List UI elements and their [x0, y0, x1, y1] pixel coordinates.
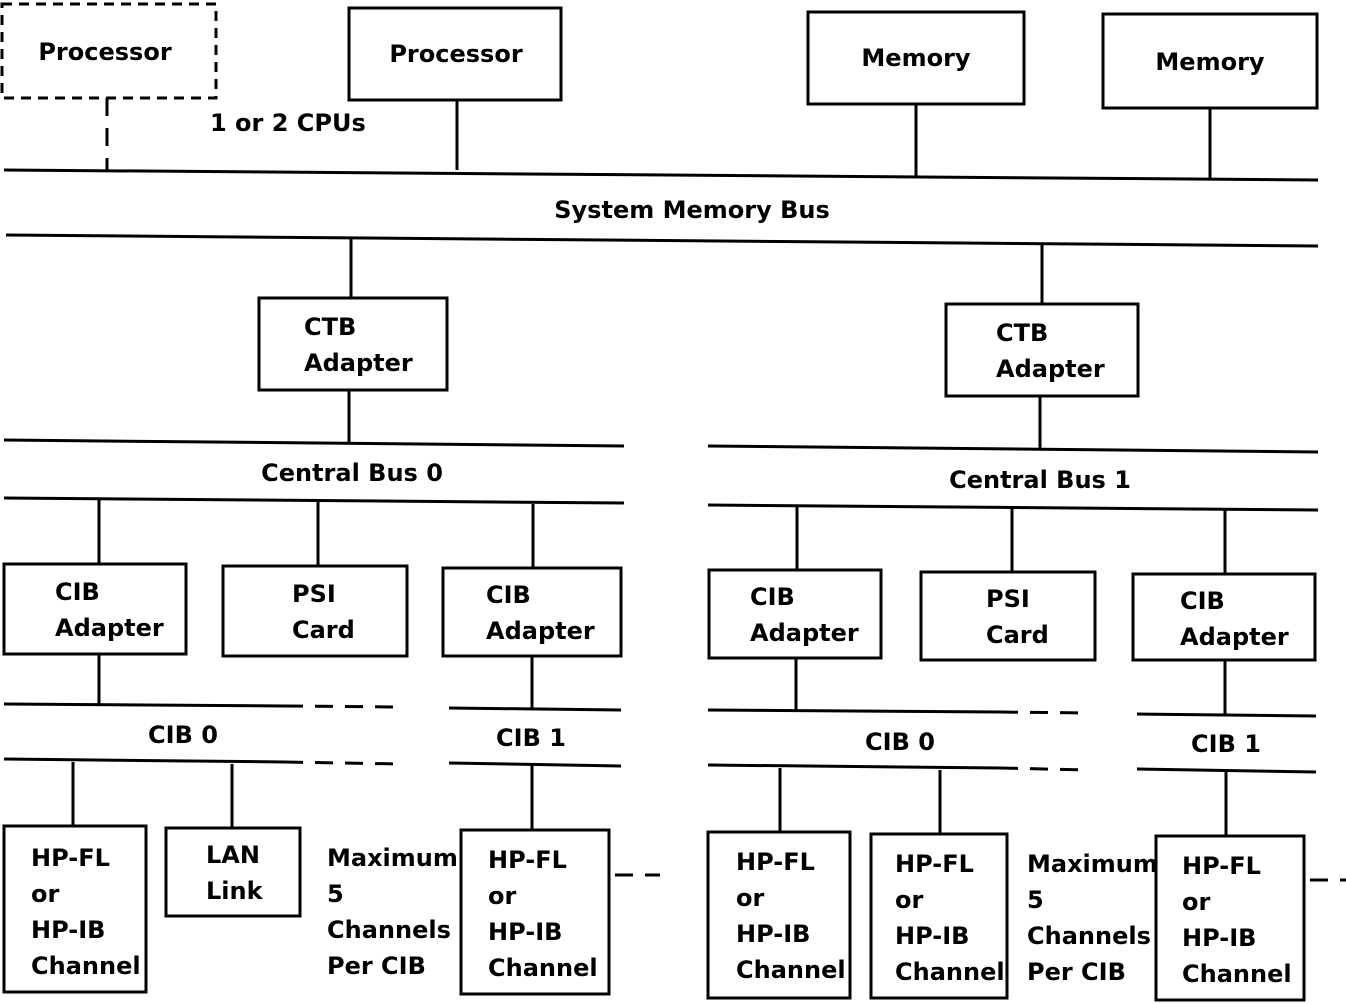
left-max-note-line4: Per CIB [327, 952, 426, 980]
left-max-note-line2: 5 [327, 880, 344, 908]
left-channel-box-1 [2, 824, 148, 994]
system-memory-bus-label: System Memory Bus [554, 196, 829, 224]
right-central-bus-bottom-line [707, 503, 1319, 512]
left-lan-line1: LAN [206, 841, 260, 869]
left-cib-a-line2: Adapter [55, 614, 164, 642]
left-cib1-label: CIB 1 [496, 724, 566, 752]
right-ch1-line1: HP-FL [736, 848, 815, 876]
left-channel-box-2 [459, 828, 611, 996]
right-max-note-line2: 5 [1027, 886, 1044, 914]
left-cib1-bottom-line [448, 761, 622, 768]
right-psi-card-box [919, 570, 1097, 662]
right-cib1-bottom-line [1136, 767, 1317, 774]
left-max-note-line3: Channels [327, 916, 451, 944]
right-cib0-bottom-extension [999, 766, 1089, 772]
left-ch1-line3: HP-IB [31, 916, 105, 944]
left-ctb-adapter-box [257, 296, 449, 392]
right-central-bus-label: Central Bus 1 [949, 466, 1131, 494]
right-ch2-line1: HP-FL [895, 850, 974, 878]
left-ctb-line1: CTB [304, 313, 356, 341]
right-ch1-line4: Channel [736, 956, 846, 984]
processor-box [347, 6, 563, 102]
right-channel-box-1 [706, 830, 852, 1000]
right-cib-adapter-b-box [1131, 572, 1317, 662]
left-ctb-line2: Adapter [304, 349, 413, 377]
left-cib0-label: CIB 0 [148, 721, 218, 749]
left-cib0-bottom-line [3, 757, 286, 764]
right-ch3-line3: HP-IB [1182, 924, 1256, 952]
right-ch2-line3: HP-IB [895, 922, 969, 950]
left-max-note-line1: Maximum [327, 844, 458, 872]
right-ch1-line3: HP-IB [736, 920, 810, 948]
left-ch2-line4: Channel [488, 954, 598, 982]
right-max-note-line4: Per CIB [1027, 958, 1126, 986]
optional-processor-label: Processor [38, 38, 171, 66]
left-lan-link-box [164, 826, 302, 918]
right-channel-box-3 [1154, 834, 1306, 1002]
left-psi-line2: Card [292, 616, 355, 644]
right-cib0-top-line [707, 708, 1001, 714]
right-ctb-line1: CTB [996, 319, 1048, 347]
right-ctb-adapter-box [944, 302, 1140, 398]
left-cib1-top-line [448, 706, 622, 712]
memory-box-left [806, 10, 1026, 106]
left-psi-line1: PSI [292, 580, 336, 608]
left-psi-card-box [221, 564, 409, 658]
right-cib1-top-line [1136, 712, 1317, 718]
right-ch1-line2: or [736, 884, 764, 912]
optional-processor-box [0, 2, 218, 100]
left-cib-b-line1: CIB [486, 581, 531, 609]
right-psi-line2: Card [986, 621, 1049, 649]
right-cib-b-line2: Adapter [1180, 623, 1289, 651]
right-channel-box-2 [869, 832, 1009, 1000]
left-central-bus-top-line [3, 438, 625, 448]
left-ch2-line2: or [488, 882, 516, 910]
right-ctb-line2: Adapter [996, 355, 1105, 383]
right-ch3-line4: Channel [1182, 960, 1292, 988]
left-lan-line2: Link [206, 877, 264, 905]
left-cib0-bottom-extension [284, 760, 401, 766]
left-central-bus-label: Central Bus 0 [261, 459, 443, 487]
left-ch1-line2: or [31, 880, 59, 908]
right-ch3-line2: or [1182, 888, 1210, 916]
right-cib0-top-extension [999, 710, 1089, 715]
left-cib0-top-extension [284, 704, 401, 709]
left-cib-b-line2: Adapter [486, 617, 595, 645]
right-cib1-label: CIB 1 [1191, 730, 1261, 758]
processor-label: Processor [389, 40, 522, 68]
right-psi-line1: PSI [986, 585, 1030, 613]
right-cib-a-line2: Adapter [750, 619, 859, 647]
right-max-note-line3: Channels [1027, 922, 1151, 950]
right-cib-b-line1: CIB [1180, 587, 1225, 615]
left-central-bus-bottom-line [3, 496, 625, 505]
left-ch1-line1: HP-FL [31, 844, 110, 872]
left-ch2-line1: HP-FL [488, 846, 567, 874]
memory-label-right: Memory [1155, 48, 1264, 76]
right-ch2-line4: Channel [895, 958, 1005, 986]
right-ch3-line1: HP-FL [1182, 852, 1261, 880]
system-memory-bus-top-line [3, 168, 1319, 182]
left-cib-adapter-a-box [2, 562, 188, 656]
cpu-count-note: 1 or 2 CPUs [210, 109, 366, 137]
right-ch2-line2: or [895, 886, 923, 914]
right-cib0-label: CIB 0 [865, 728, 935, 756]
memory-label-left: Memory [861, 44, 970, 72]
left-cib-a-line1: CIB [55, 578, 100, 606]
system-memory-bus-bottom-line [5, 233, 1319, 248]
left-cib0-top-line [3, 702, 286, 708]
right-max-note-line1: Maximum [1027, 850, 1158, 878]
right-cib0-bottom-line [707, 763, 1001, 770]
left-ch1-line4: Channel [31, 952, 141, 980]
right-central-bus-top-line [707, 444, 1319, 454]
right-cib-a-line1: CIB [750, 583, 795, 611]
left-ch2-line3: HP-IB [488, 918, 562, 946]
